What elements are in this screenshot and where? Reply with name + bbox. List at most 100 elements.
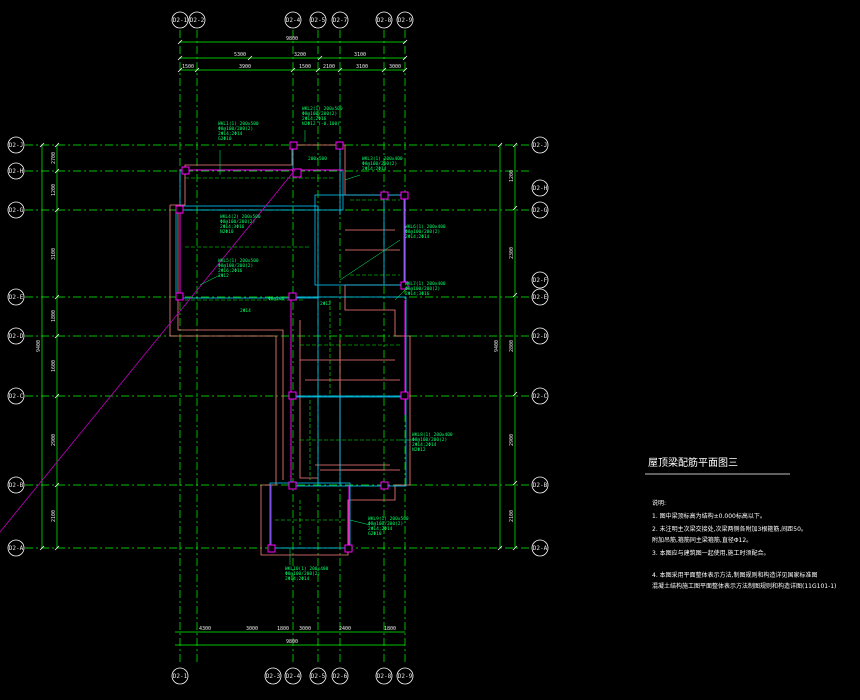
axis-label[interactable]: D2-E — [9, 294, 24, 301]
axis-label[interactable]: D2-8 — [377, 673, 392, 680]
axis-label[interactable]: D2-D — [533, 333, 548, 340]
axis-label[interactable]: D2-3 — [266, 673, 281, 680]
dim-text: 2100 — [323, 64, 335, 70]
dim-text: 9800 — [286, 639, 298, 645]
axis-label[interactable]: D2-D — [9, 333, 24, 340]
dim-text: 2300 — [509, 247, 515, 259]
dim-text: 1800 — [51, 310, 57, 322]
dim-text: 3000 — [246, 626, 258, 632]
axis-label[interactable]: D2-8 — [377, 17, 392, 24]
dim-text: 3000 — [389, 64, 401, 70]
axis-label[interactable]: D2-B — [9, 482, 24, 489]
axis-labels-bottom: D2-1 D2-3 D2-4 D2-5 D2-6 D2-8 D2-9 — [173, 673, 413, 680]
small-label: 2Φ12 — [320, 301, 331, 307]
notes-heading: 说明: — [652, 499, 666, 507]
wall-lines — [179, 169, 406, 548]
dim-text: 1800 — [384, 626, 396, 632]
drawing-title: 屋顶梁配筋平面图三 — [648, 456, 738, 469]
dim-text: 9400 — [36, 340, 42, 352]
dim-text: 3100 — [356, 64, 368, 70]
axis-bubbles-left — [7, 136, 25, 557]
dim-text: 2100 — [509, 510, 515, 522]
axis-label[interactable]: D2-H — [9, 168, 24, 175]
dim-text: 3100 — [354, 52, 366, 58]
dim-text: 2900 — [509, 434, 515, 446]
dim-text: 2700 — [51, 152, 57, 164]
dim-text: 4300 — [199, 626, 211, 632]
axis-labels-top: D2-1 D2-2 D2-4 D2-5 D2-7 D2-8 D2-9 — [173, 17, 413, 24]
title-block: 屋顶梁配筋平面图三 — [645, 456, 790, 475]
axis-label[interactable]: D2-9 — [398, 17, 413, 24]
axis-labels-right: D2-J D2-H D2-G D2-F D2-E D2-D D2-C D2-B … — [533, 142, 548, 552]
axis-label[interactable]: D2-2 — [190, 17, 205, 24]
dim-text: 1600 — [51, 360, 57, 372]
dim-text: 1200 — [509, 170, 515, 182]
axis-label[interactable]: D2-F — [533, 277, 548, 284]
beam-centerlines — [185, 177, 400, 545]
axis-bubbles-bottom — [171, 667, 414, 685]
axis-label[interactable]: D2-5 — [311, 673, 326, 680]
axis-label[interactable]: D2-A — [9, 545, 24, 552]
dim-text: 2100 — [51, 510, 57, 522]
axis-label[interactable]: D2-B — [533, 482, 548, 489]
note-line: 附加吊筋,箍筋同主梁箍筋,直径Φ12。 — [652, 536, 752, 544]
axis-label[interactable]: D2-9 — [398, 673, 413, 680]
note-line: 混凝土结构施工图平面整体表示方法制图规则和构造详图(11G101-1) — [652, 582, 836, 590]
axis-label[interactable]: D2-C — [9, 393, 24, 400]
dim-text: 1800 — [277, 626, 289, 632]
label-leaders — [199, 130, 415, 565]
axis-label[interactable]: D2-J — [9, 142, 23, 149]
dimension-text-vertical: 9400 2700 1200 3100 1800 1600 2900 2100 … — [36, 152, 515, 522]
axis-label[interactable]: D2-1 — [173, 17, 188, 24]
dim-text: 2800 — [509, 340, 515, 352]
dim-text: 1200 — [51, 184, 57, 196]
axis-label[interactable]: D2-E — [533, 294, 548, 301]
columns — [175, 141, 409, 553]
axis-label[interactable]: D2-4 — [286, 17, 301, 24]
dim-text: 2900 — [51, 434, 57, 446]
dim-text: 2400 — [339, 626, 351, 632]
axis-bubbles-top — [171, 11, 414, 29]
axis-bubbles-right — [531, 136, 549, 557]
dim-text: 3900 — [239, 64, 251, 70]
axis-label[interactable]: D2-J — [533, 142, 547, 149]
dim-text: 1500 — [299, 64, 311, 70]
axis-label[interactable]: D2-5 — [311, 17, 326, 24]
axis-label[interactable]: D2-6 — [333, 673, 348, 680]
note-line: 3. 本图应与建筑图一起使用,施工时须配合。 — [652, 549, 770, 557]
axis-label[interactable]: D2-1 — [173, 673, 188, 680]
notes-block: 说明: 1. 图中梁顶标高为结构±0.000标高以下。 2. 未注明主次梁交接处… — [652, 499, 836, 590]
note-line: 4. 本图采用平面整体表示方法,制图规则和构造详见国家标准图 — [652, 571, 818, 579]
small-label: 200x500 — [308, 156, 327, 162]
dim-text: 3200 — [294, 52, 306, 58]
dimension-ticks — [39, 39, 518, 551]
axis-label[interactable]: D2-H — [533, 185, 548, 192]
axis-label[interactable]: D2-4 — [286, 673, 301, 680]
note-line: 2. 未注明主次梁交接处,次梁两侧各附加3根箍筋,间距50。 — [652, 525, 807, 533]
dimension-lines — [41, 41, 516, 646]
dim-text: 3000 — [299, 626, 311, 632]
axis-label[interactable]: D2-G — [9, 207, 24, 214]
note-line: 1. 图中梁顶标高为结构±0.000标高以下。 — [652, 512, 766, 520]
axis-label[interactable]: D2-7 — [333, 17, 348, 24]
axis-labels-left: D2-J D2-H D2-G D2-E D2-D D2-C D2-B D2-A — [9, 142, 24, 552]
dim-text: 9800 — [286, 36, 298, 42]
axis-label[interactable]: D2-G — [533, 207, 548, 214]
dim-text: 5300 — [234, 52, 246, 58]
axis-label[interactable]: D2-A — [533, 545, 548, 552]
concrete-outline — [169, 144, 411, 556]
axis-label[interactable]: D2-C — [533, 393, 548, 400]
dim-text: 1500 — [182, 64, 194, 70]
dimension-text-list: 9800 5300 3200 3100 1500 3900 1500 2100 … — [182, 36, 401, 645]
leader-lines — [0, 169, 296, 533]
